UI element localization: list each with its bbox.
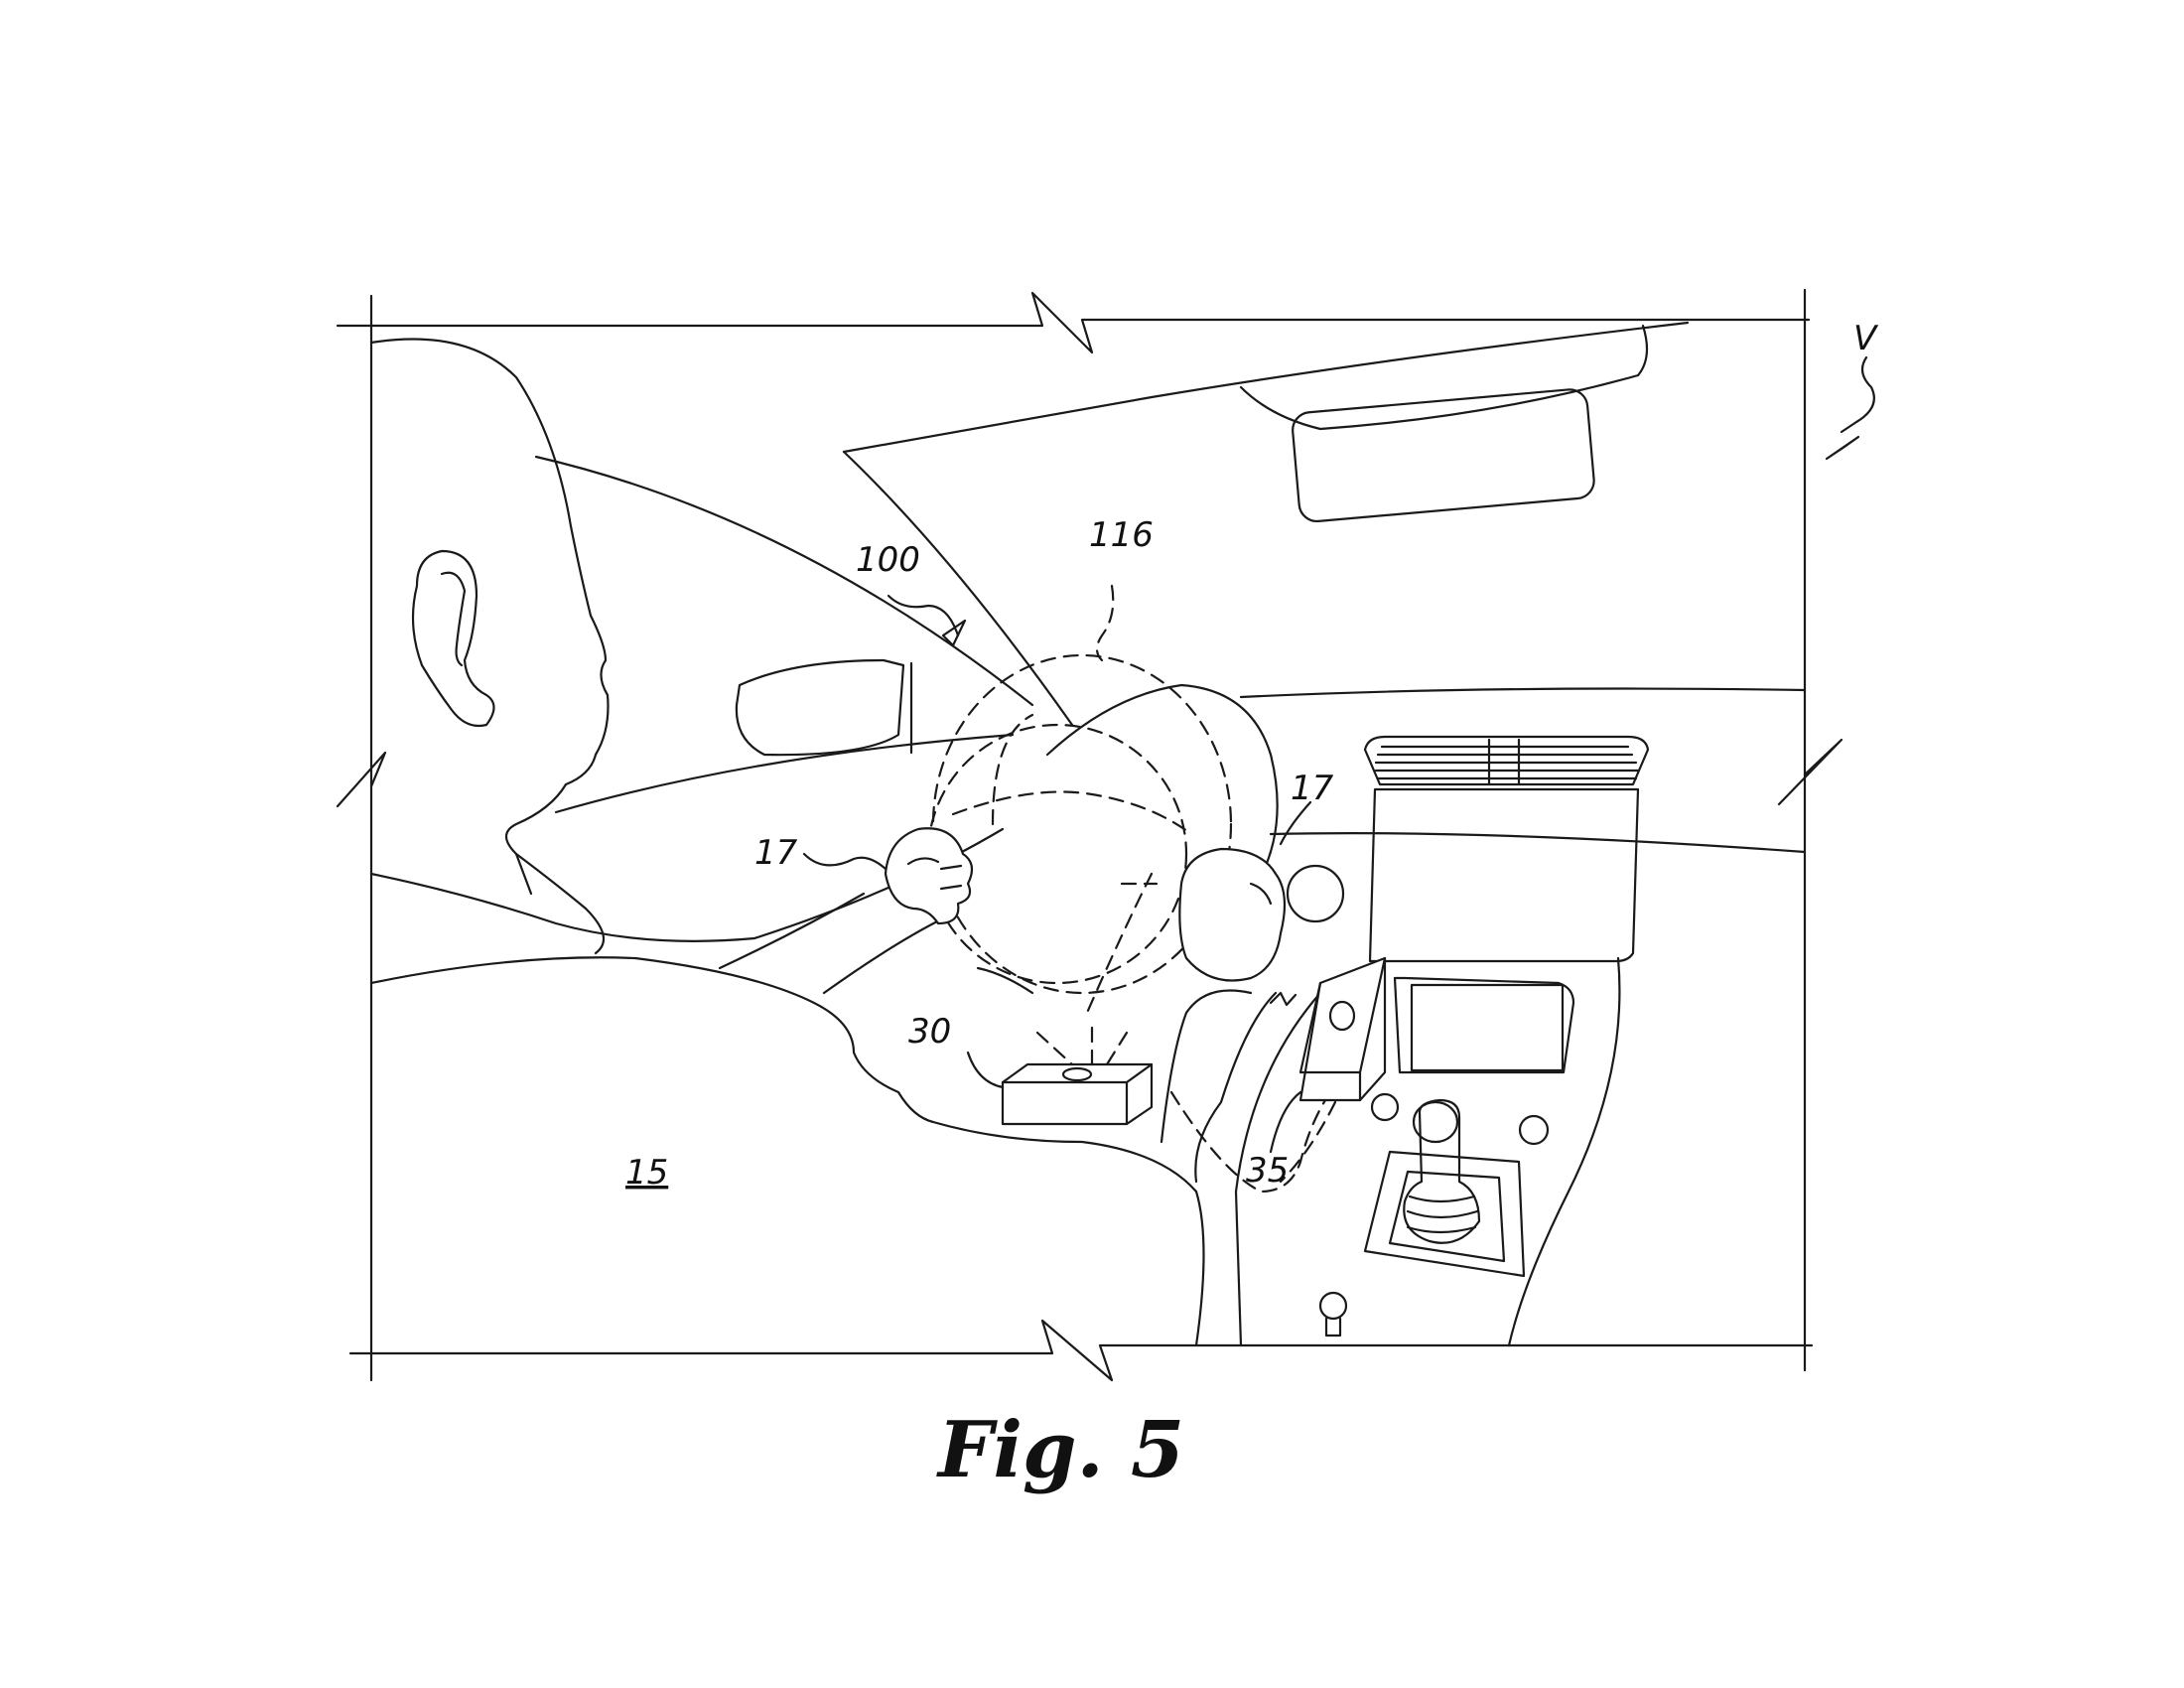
- frame: [336, 288, 1843, 1382]
- label-system: 100: [856, 540, 920, 580]
- steering-wheel: [926, 584, 1332, 1194]
- label-driver: 15: [625, 1153, 668, 1193]
- label-hand-right: 17: [1291, 769, 1334, 808]
- label-vehicle: V: [1853, 319, 1879, 358]
- vehicle-interior: [369, 321, 1807, 1347]
- label-sensor-lower: 30: [908, 1012, 951, 1052]
- driver: [369, 338, 1287, 1347]
- label-hand-left: 17: [754, 833, 798, 873]
- figure-caption: Fig. 5: [936, 1405, 1184, 1495]
- leader-lines: [802, 355, 1875, 1154]
- vent-slats: [1374, 738, 1640, 786]
- sensor-35: [1269, 956, 1387, 1184]
- label-sensor-side: 35: [1246, 1151, 1289, 1191]
- sensor-30: [1001, 1062, 1154, 1126]
- labels: V 100 116 17 17 30 35 15: [625, 319, 1879, 1193]
- label-field: 116: [1089, 515, 1154, 555]
